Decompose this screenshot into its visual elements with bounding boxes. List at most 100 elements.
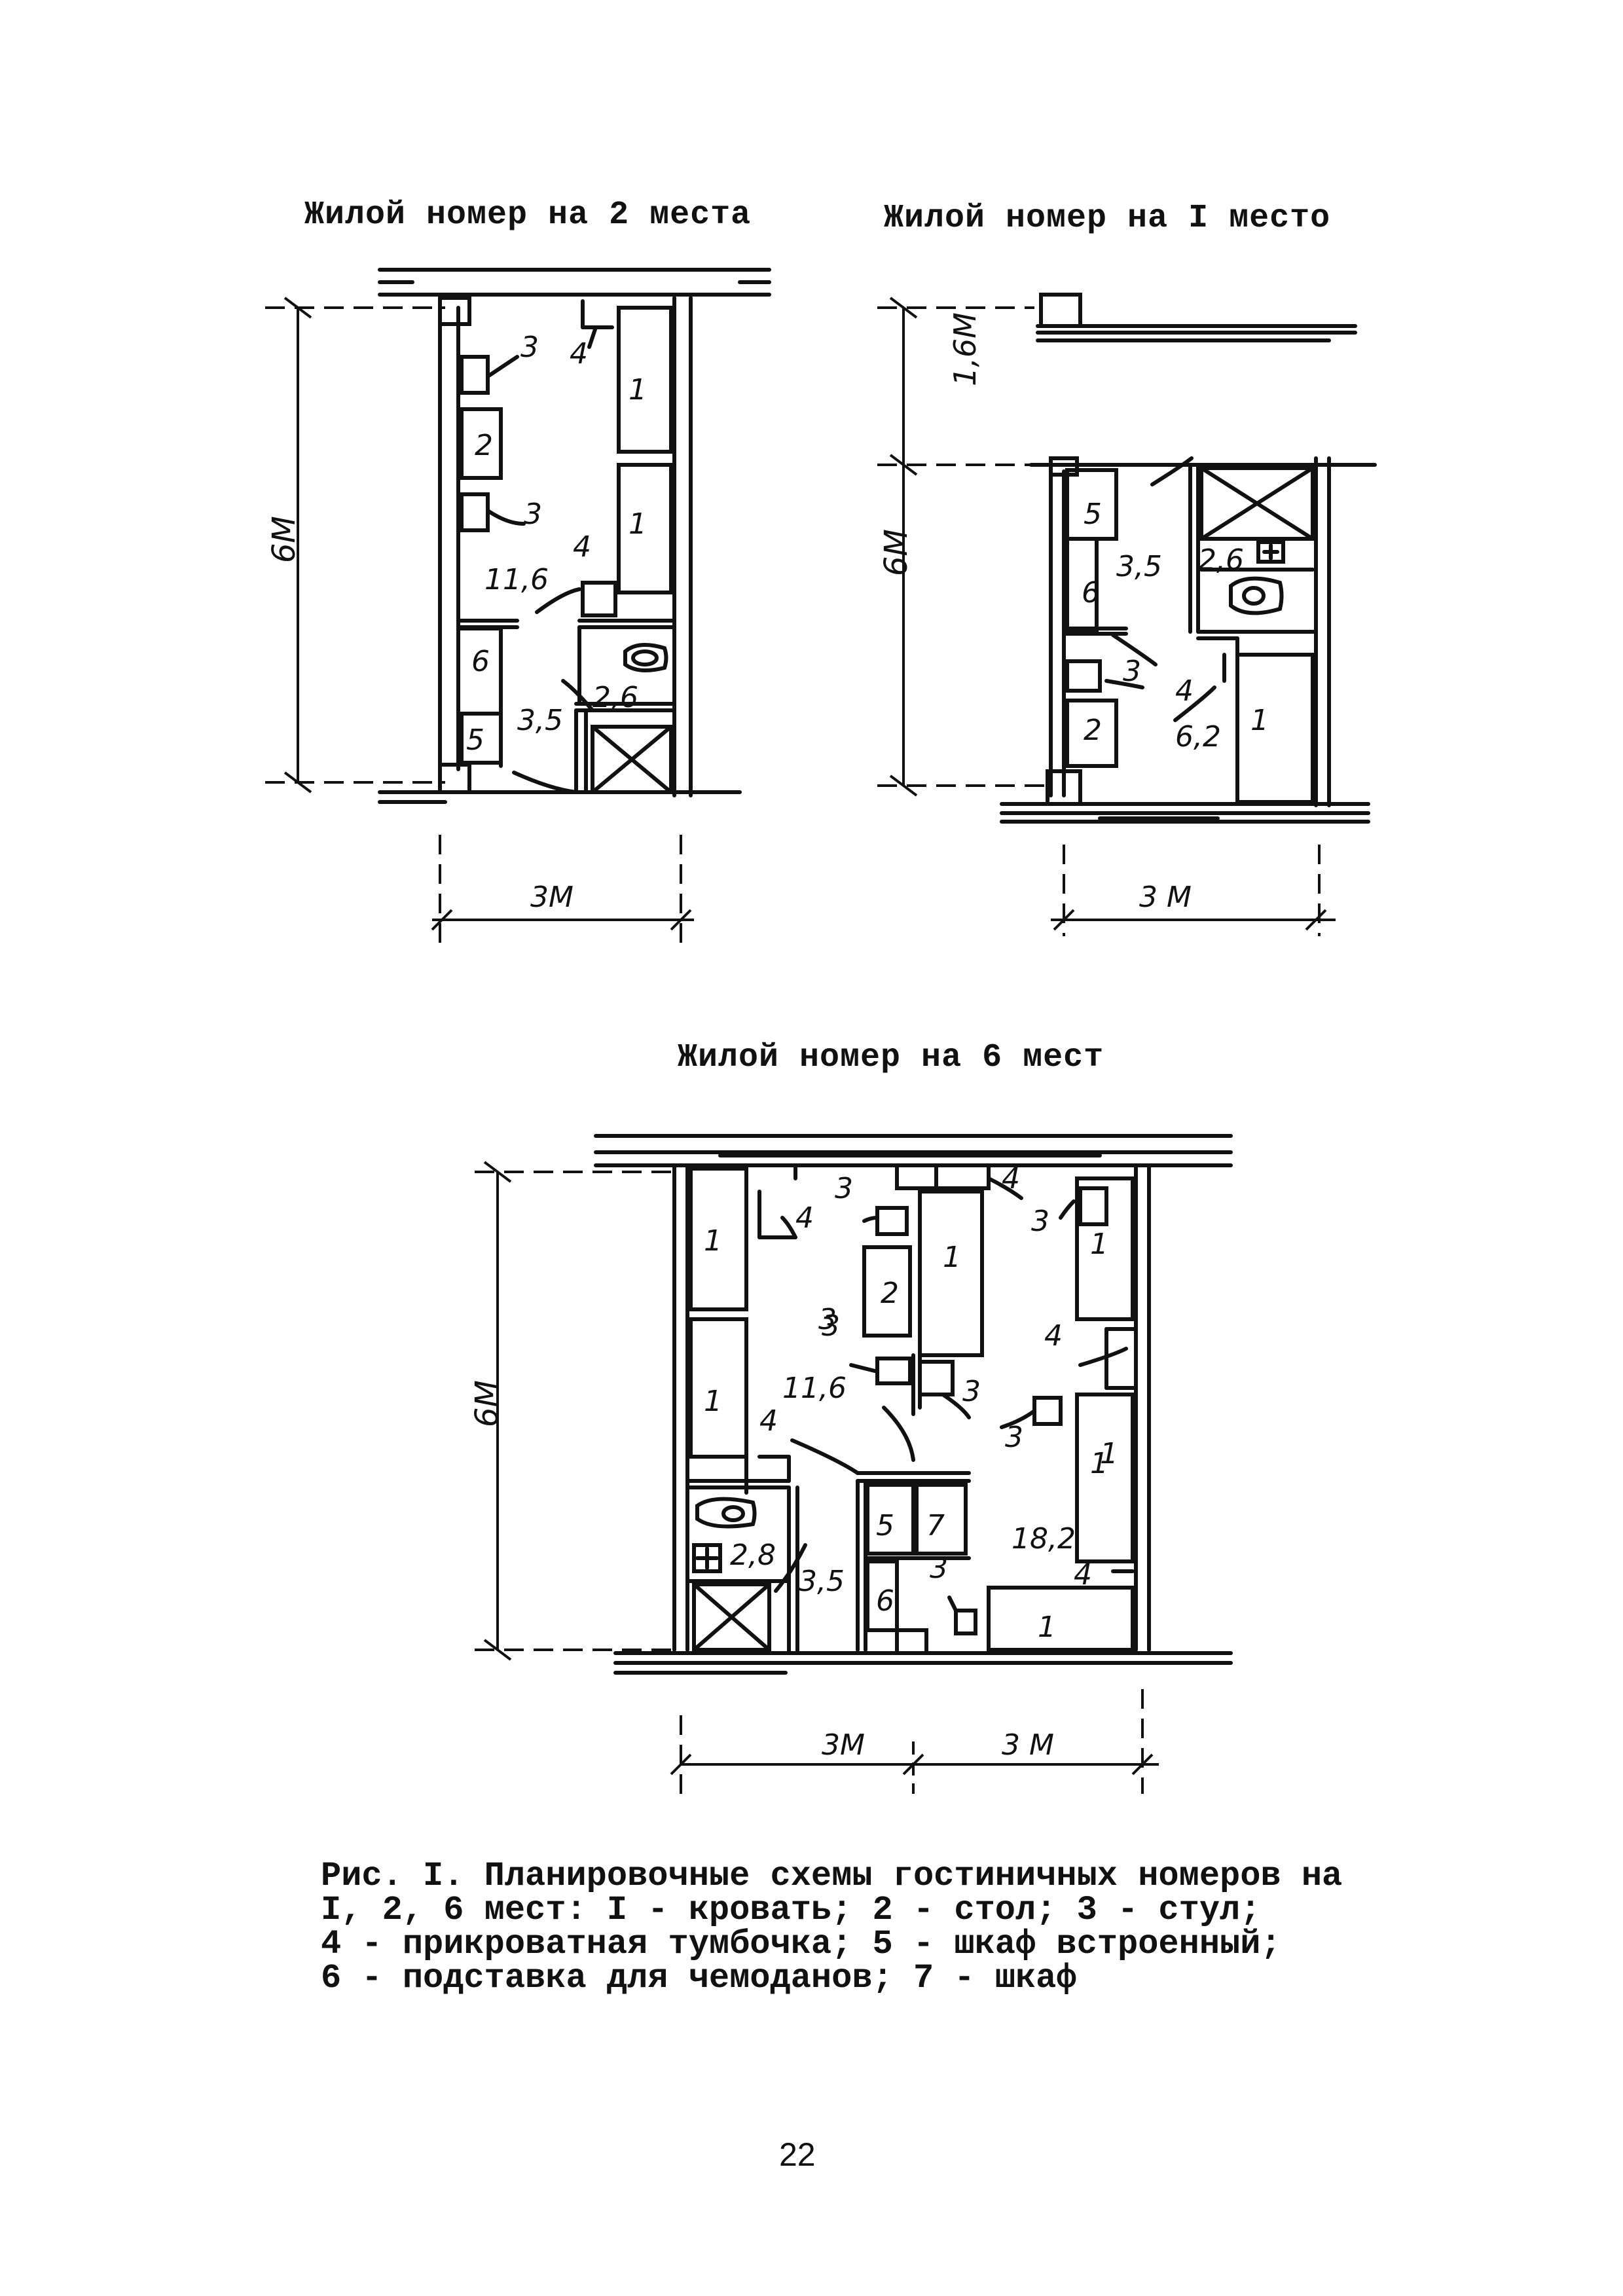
plan-6-bed [1075, 1176, 1135, 1321]
item-number-label: 1 [943, 1241, 961, 1274]
caption-line: I, 2, 6 мест: I - кровать; 2 - стол; 3 -… [321, 1891, 1261, 1929]
figure-caption: Рис. I. Планировочные схемы гостиничных … [321, 1859, 1342, 1995]
item-number-label: 1 [1250, 704, 1269, 737]
title-room-2: Жилой номер на 2 места [304, 196, 752, 234]
item-number-label: 3,5 [517, 704, 563, 737]
plan-1-dim-height: 6М [878, 529, 915, 576]
plan-1-dim-width: 3 М [1139, 881, 1192, 914]
item-number-label: 1 [629, 373, 647, 407]
plan-6-chair [954, 1609, 977, 1635]
item-number-label: 2 [475, 429, 493, 462]
item-number-label: 5 [1084, 498, 1102, 531]
item-number-label: 1 [1090, 1447, 1108, 1480]
plan-6-wardrobe [915, 1483, 968, 1556]
item-number-label: 3,5 [1116, 550, 1162, 583]
plan-1-chair [1065, 659, 1102, 693]
item-number-label: 6,2 [1175, 720, 1221, 754]
plan-2-nightstand [581, 581, 617, 617]
plan-1-bed [1235, 653, 1315, 804]
item-number-label: 2,6 [593, 681, 638, 714]
item-number-label: 3 [962, 1375, 981, 1408]
item-number-label: 1 [1100, 1437, 1118, 1470]
plan-6-places [594, 1134, 1233, 1675]
plan-6-wardrobe-built-in [866, 1483, 915, 1556]
plan-1-shower [1199, 466, 1315, 541]
item-number-label: 1 [1090, 1228, 1108, 1261]
item-number-label: 3 [1005, 1421, 1023, 1454]
item-number-label: 4 [1074, 1558, 1092, 1592]
item-number-label: 5 [466, 723, 484, 757]
item-number-label: 1 [704, 1224, 722, 1258]
title-room-6: Жилой номер на 6 мест [678, 1039, 1104, 1076]
plan-2-chair [460, 492, 490, 532]
plan-6-toilet [695, 1497, 757, 1529]
plan-6-dim-width-right: 3 М [1002, 1728, 1054, 1762]
item-number-label: 4 [1044, 1319, 1063, 1353]
caption-line: 6 - подставка для чемоданов; 7 - шкаф [321, 1959, 1077, 1997]
item-number-label: 3 [822, 1309, 840, 1343]
plan-6-shower [692, 1582, 771, 1652]
plan-6-dim-width-left: 3М [822, 1728, 865, 1762]
item-number-label: 4 [1002, 1162, 1020, 1195]
plan-6-sink [692, 1543, 722, 1573]
plan-1-toilet [1229, 576, 1284, 615]
item-number-label: 4 [573, 530, 591, 564]
item-number-label: 6 [876, 1584, 894, 1618]
item-number-label: 1 [1038, 1611, 1056, 1644]
plan-2-shower [591, 725, 673, 794]
item-number-label: 3,5 [799, 1565, 845, 1598]
plan-2-places [378, 268, 771, 804]
caption-line: Рис. I. Планировочные схемы гостиничных … [321, 1857, 1343, 1895]
item-number-label: 3 [1031, 1205, 1049, 1238]
item-number-label: 7 [926, 1509, 945, 1542]
plan-2-toilet [623, 643, 668, 672]
plan-6-bed [1075, 1393, 1135, 1563]
page-number: 22 [779, 2136, 816, 2173]
plan-1-table [1065, 699, 1118, 768]
item-number-label: 4 [795, 1201, 814, 1235]
item-number-label: 4 [1175, 674, 1194, 708]
plan-6-chair [918, 1360, 955, 1396]
plan-2-dim-width: 3М [530, 881, 574, 914]
item-number-label: 11,6 [782, 1372, 847, 1405]
item-number-label: 1 [629, 507, 647, 541]
plan-1-dim-top: 1,6М [947, 312, 983, 386]
plan-6-chair [1032, 1396, 1063, 1426]
item-number-label: 18,2 [1012, 1522, 1076, 1556]
plan-6-suitcase-stand [866, 1559, 899, 1632]
item-number-label: 11,6 [484, 563, 549, 596]
plan-6-dimensions [475, 1161, 1159, 1794]
item-number-label: 3 [520, 331, 539, 364]
plan-1-dimensions [877, 297, 1336, 936]
item-number-label: 3 [1123, 655, 1141, 688]
plan-6-bed [918, 1190, 984, 1357]
plan-6-bed [987, 1586, 1135, 1652]
plan-2-bed [617, 306, 673, 454]
plan-2-table [460, 407, 503, 480]
plan-6-dim-height: 6М [469, 1380, 505, 1427]
item-number-label: 2 [881, 1277, 899, 1310]
item-number-label: 3 [835, 1172, 853, 1205]
item-number-label: 3 [524, 498, 542, 531]
plan-6-chair [875, 1357, 912, 1385]
item-number-label: 6 [471, 645, 490, 678]
caption-line: 4 - прикроватная тумбочка; 5 - шкаф встр… [321, 1925, 1281, 1963]
plan-2-dim-height: 6М [266, 516, 302, 563]
plan-6-chair [1078, 1186, 1108, 1226]
plan-6-table [862, 1245, 912, 1338]
plan-2-chair [460, 355, 490, 395]
item-number-label: 2 [1084, 714, 1102, 747]
item-number-label: 3 [818, 1303, 837, 1336]
item-number-label: 4 [570, 337, 588, 371]
item-number-label: 2,8 [730, 1539, 776, 1572]
item-number-label: 4 [759, 1404, 778, 1438]
plan-2-dimensions [265, 297, 694, 946]
item-number-label: 5 [876, 1509, 894, 1542]
item-number-label: 2,6 [1198, 543, 1244, 577]
plan-1-sink [1256, 540, 1285, 564]
plan-1-place [1000, 293, 1377, 824]
